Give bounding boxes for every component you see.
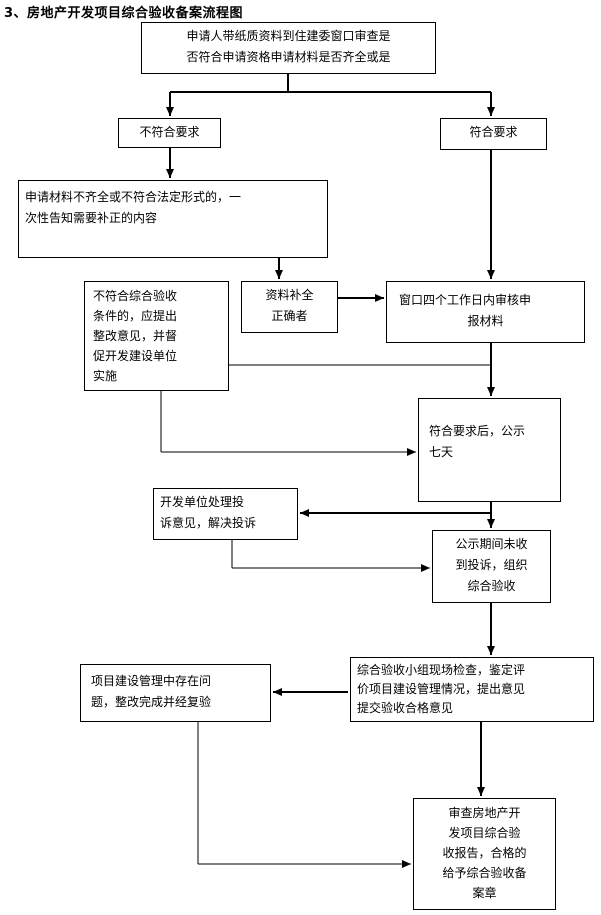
node-no-complaint-line-3: 综合验收 (467, 579, 516, 593)
node-handle-complaint-line-1: 开发单位处理投 (160, 495, 245, 509)
node-no-complaint-line-1: 公示期间未收 (455, 537, 528, 551)
node-rectify-line-4: 促开发建设单位 (93, 349, 178, 363)
node-notify-line-1: 申请材料不齐全或不符合法定形式的，一 (25, 190, 242, 204)
node-final-line-1: 审查房地产开 (448, 806, 521, 820)
page-title: 3、房地产开发项目综合验收备案流程图 (4, 6, 244, 21)
node-meet: 符合要求 (440, 118, 547, 150)
node-handle-complaint: 开发单位处理投 诉意见，解决投诉 (153, 488, 298, 540)
node-publicize: 符合要求后，公示 七天 (418, 398, 561, 502)
node-review-line-1: 窗口四个工作日内审核申 (399, 293, 532, 307)
node-meet-label: 符合要求 (469, 125, 518, 139)
node-review-line-2: 报材料 (467, 314, 504, 328)
node-inspect: 综合验收小组现场检查，鉴定评 价项目建设管理情况，提出意见 提交验收合格意见 (350, 657, 594, 722)
node-apply-line-2: 否符合申请资格申请材料是否齐全或是 (186, 50, 391, 64)
node-final-line-4: 给予综合验收备 (442, 866, 527, 880)
node-publicize-line-1: 符合要求后，公示 (429, 424, 526, 438)
node-fix-issues: 项目建设管理中存在问 题，整改完成并经复验 (80, 664, 271, 722)
node-rectify: 不符合综合验收 条件的，应提出 整改意见，并督 促开发建设单位 实施 (84, 281, 229, 391)
node-supplement-line-2: 正确者 (271, 309, 308, 323)
node-no-complaint-line-2: 到投诉，组织 (455, 558, 528, 572)
node-handle-complaint-line-2: 诉意见，解决投诉 (160, 516, 257, 530)
node-apply-line-1: 申请人带纸质资料到住建委窗口审查是 (186, 29, 391, 43)
node-inspect-line-3: 提交验收合格意见 (357, 701, 454, 715)
node-final-line-3: 收报告，合格的 (442, 846, 527, 860)
node-rectify-line-3: 整改意见，并督 (93, 329, 178, 343)
node-notify-line-2: 次性告知需要补正的内容 (25, 211, 158, 225)
node-no-complaint: 公示期间未收 到投诉，组织 综合验收 (432, 530, 551, 603)
node-not-meet: 不符合要求 (118, 118, 221, 148)
node-rectify-line-2: 条件的，应提出 (93, 309, 178, 323)
node-apply: 申请人带纸质资料到住建委窗口审查是 否符合申请资格申请材料是否齐全或是 (141, 22, 436, 74)
node-rectify-line-1: 不符合综合验收 (93, 289, 178, 303)
node-fix-issues-line-1: 项目建设管理中存在问 (91, 674, 212, 688)
node-inspect-line-2: 价项目建设管理情况，提出意见 (357, 682, 526, 696)
node-supplement-line-1: 资料补全 (265, 288, 314, 302)
node-fix-issues-line-2: 题，整改完成并经复验 (91, 695, 212, 709)
node-final-line-2: 发项目综合验 (448, 826, 521, 840)
node-supplement: 资料补全 正确者 (241, 281, 338, 333)
node-not-meet-label: 不符合要求 (139, 125, 200, 139)
node-final: 审查房地产开 发项目综合验 收报告，合格的 给予综合验收备 案章 (413, 798, 556, 910)
node-final-line-5: 案章 (472, 886, 497, 900)
node-inspect-line-1: 综合验收小组现场检查，鉴定评 (357, 663, 526, 677)
node-notify: 申请材料不齐全或不符合法定形式的，一 次性告知需要补正的内容 (18, 180, 328, 258)
node-publicize-line-2: 七天 (429, 445, 454, 459)
node-review: 窗口四个工作日内审核申 报材料 (386, 281, 585, 343)
node-rectify-line-5: 实施 (93, 369, 118, 383)
